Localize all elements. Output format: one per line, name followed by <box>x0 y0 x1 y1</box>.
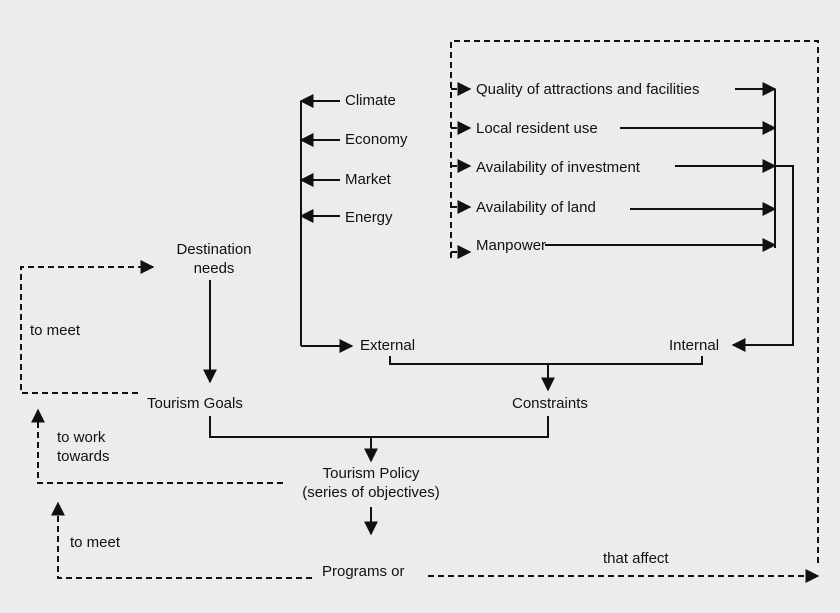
arrow-to-internal <box>731 165 794 352</box>
internal-dashed-box <box>450 40 819 565</box>
node-constraints: Constraints <box>512 395 588 412</box>
policy-bracket <box>209 416 549 438</box>
node-land: Availability of land <box>476 199 596 216</box>
node-manpower: Manpower <box>476 237 547 254</box>
destination-line1: Destination <box>176 241 252 258</box>
node-external: External <box>360 337 416 354</box>
node-destination-needs: Destination needs <box>160 240 268 278</box>
dash-policy-to-goals <box>31 408 283 484</box>
node-market: Market <box>345 171 391 188</box>
node-tourism-goals: Tourism Goals <box>147 395 243 412</box>
constraints-bracket <box>389 356 703 365</box>
edge-to-meet-1: to meet <box>30 322 81 339</box>
edge-to-meet-2: to meet <box>70 534 121 551</box>
node-tourism-policy: Tourism Policy (series of objectives) <box>280 464 462 502</box>
node-economy: Economy <box>345 131 408 148</box>
edge-to-work-towards: to work towards <box>57 428 110 466</box>
policy-line2: (series of objectives) <box>302 484 440 501</box>
node-programs: Programs or <box>322 563 405 580</box>
node-energy: Energy <box>345 209 393 226</box>
destination-line2: needs <box>193 260 235 277</box>
policy-line1: Tourism Policy <box>322 465 420 482</box>
to-work-line1: to work <box>57 429 106 446</box>
node-climate: Climate <box>345 92 396 109</box>
node-investment: Availability of investment <box>476 159 640 176</box>
node-quality: Quality of attractions and facilities <box>476 81 700 98</box>
to-work-line2: towards <box>57 448 110 465</box>
node-internal: Internal <box>669 337 720 354</box>
dash-goals-to-needs <box>20 260 155 394</box>
edge-that-affect: that affect <box>603 550 669 567</box>
node-local-use: Local resident use <box>476 120 598 137</box>
dash-programs-to-policy <box>51 501 312 579</box>
